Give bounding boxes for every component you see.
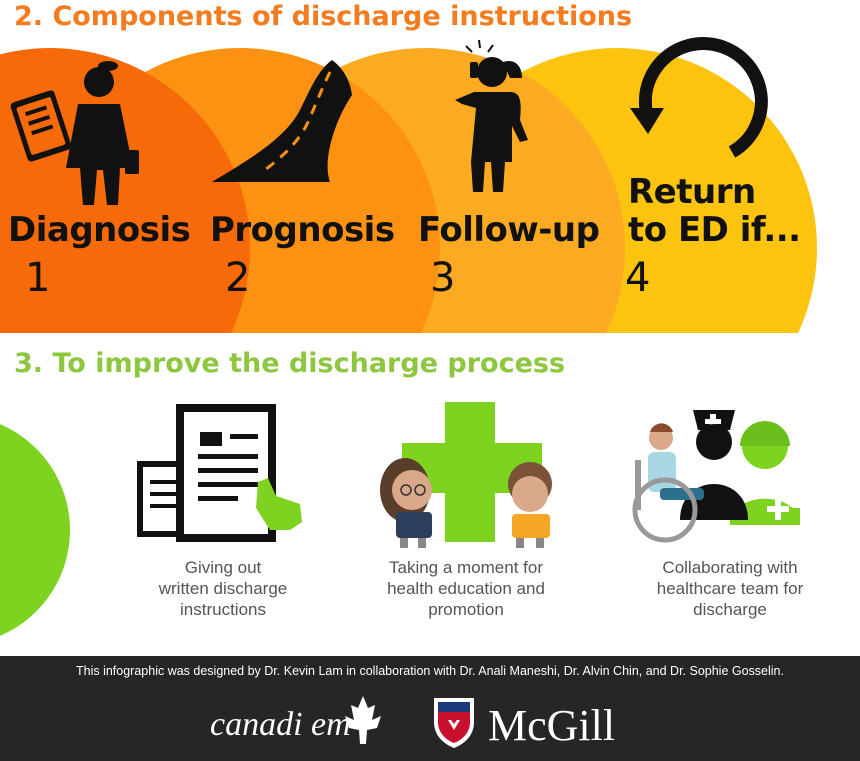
health-education-icon: [380, 402, 552, 548]
decorative-green-circle: [0, 424, 70, 636]
step-2-label: Prognosis: [210, 210, 395, 250]
caption-line: healthcare team for: [656, 579, 804, 598]
maple-leaf-icon: [345, 696, 381, 744]
section-3-title: 3. To improve the discharge process: [14, 348, 566, 379]
doctor-with-clipboard-icon: [10, 61, 139, 205]
caption-line: promotion: [428, 600, 504, 619]
mcgill-crest-icon: [434, 698, 474, 748]
caption-line: Giving out: [184, 558, 262, 577]
step-2-number: 2: [225, 255, 251, 301]
caption-health-education: Taking a moment for health education and…: [351, 557, 581, 620]
canadiem-logo: canadi em: [210, 706, 351, 743]
winding-road-icon: [212, 60, 352, 182]
mcgill-logo: McGill: [488, 701, 616, 750]
steps-background: [0, 37, 817, 333]
step-3-number: 3: [430, 255, 456, 301]
caption-line: health education and: [387, 579, 545, 598]
step-4-label-line-1: Return: [628, 172, 756, 212]
improvement-illustrations: [0, 402, 800, 636]
step-4-number: 4: [625, 255, 651, 301]
woman-on-phone-icon: [455, 39, 528, 192]
step-1-number: 1: [25, 255, 51, 301]
healthcare-team-icon: [632, 410, 800, 543]
return-arrow-icon: [630, 37, 768, 158]
caption-line: Collaborating with: [662, 558, 798, 577]
section-2-title: 2. Components of discharge instructions: [14, 1, 633, 32]
document-hand-icon: [137, 404, 302, 542]
caption-healthcare-team: Collaborating with healthcare team for d…: [615, 557, 845, 620]
step-1-label: Diagnosis: [8, 210, 191, 250]
footer: This infographic was designed by Dr. Kev…: [0, 656, 860, 761]
caption-line: written discharge: [158, 579, 288, 598]
caption-line: Taking a moment for: [388, 558, 543, 577]
step-3-label: Follow-up: [418, 210, 600, 250]
caption-written-instructions: Giving out written discharge instruction…: [108, 557, 338, 620]
caption-line: instructions: [180, 600, 266, 619]
step-4-label-line-2: to ED if...: [628, 210, 801, 250]
caption-line: discharge: [693, 600, 767, 619]
footer-credit: This infographic was designed by Dr. Kev…: [75, 664, 784, 678]
